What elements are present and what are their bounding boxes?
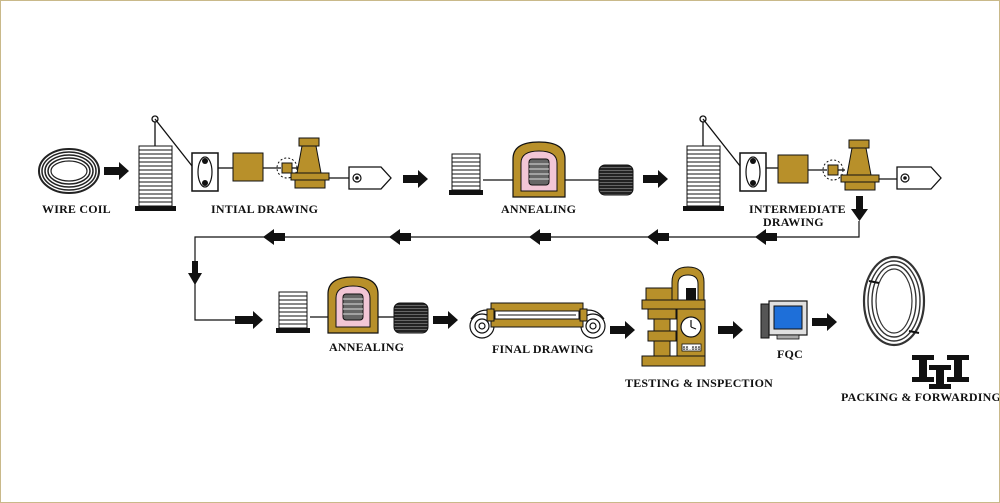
label-packing-forwarding: PACKING & FORWARDING	[841, 390, 999, 404]
large-coil-icon	[862, 255, 926, 347]
return-connector-line	[194, 221, 860, 321]
take-up-tag-icon	[348, 166, 392, 190]
flow-arrow-left	[263, 229, 285, 245]
flow-arrow-left	[755, 229, 777, 245]
take-up-tag-icon	[896, 166, 942, 190]
label-intermediate-line1: INTERMEDIATE	[749, 202, 846, 216]
wire-coil-icon	[38, 148, 100, 194]
flow-arrow	[812, 313, 837, 331]
label-annealing-1: ANNEALING	[501, 202, 576, 216]
label-initial-drawing: INTIAL DRAWING	[211, 202, 318, 216]
flow-arrow	[403, 170, 428, 188]
label-testing-inspection: TESTING & INSPECTION	[625, 376, 773, 390]
flow-arrow	[235, 311, 263, 329]
instrument-readout: 88.888	[682, 346, 700, 352]
label-wire-coil: WIRE COIL	[42, 202, 111, 216]
drawing-block-icon	[840, 139, 880, 191]
drawing-block-icon	[290, 137, 330, 189]
flow-arrow	[718, 321, 743, 339]
spool-icon	[393, 302, 429, 334]
spool-icon	[598, 164, 634, 196]
annealing-furnace-1	[449, 141, 634, 198]
flow-arrow	[104, 162, 129, 180]
capstan-stack-icon	[135, 145, 176, 211]
roller-box-icon	[191, 152, 219, 192]
label-annealing-2: ANNEALING	[329, 340, 404, 354]
label-intermediate-line2: DRAWING	[763, 215, 824, 229]
final-drawing-bench	[469, 302, 606, 339]
annealing-furnace-2	[276, 276, 429, 334]
packing-spools-icon	[912, 355, 969, 389]
coil-stack-icon	[276, 291, 310, 333]
capstan-stack-icon	[683, 145, 724, 211]
flow-arrow-left	[529, 229, 551, 245]
flow-arrow	[643, 170, 668, 188]
coil-stack-icon	[449, 153, 483, 195]
flow-arrow-left	[389, 229, 411, 245]
initial-drawing-machine	[135, 115, 392, 211]
label-fqc: FQC	[777, 347, 803, 361]
flow-arrow-left	[647, 229, 669, 245]
flow-arrow	[610, 321, 635, 339]
furnace-icon	[512, 141, 566, 198]
computer-monitor-icon	[760, 300, 808, 340]
furnace-icon	[327, 276, 379, 334]
motor-box-icon	[777, 154, 809, 184]
roller-box-icon	[739, 152, 767, 192]
flow-arrow	[433, 311, 458, 329]
label-final-drawing: FINAL DRAWING	[492, 342, 594, 356]
testing-machine-icon: 88.888	[641, 266, 706, 367]
intermediate-drawing-machine	[683, 115, 942, 211]
flow-arrow-down	[188, 261, 202, 285]
flow-arrow-down	[851, 196, 868, 221]
motor-box-icon	[232, 152, 264, 182]
